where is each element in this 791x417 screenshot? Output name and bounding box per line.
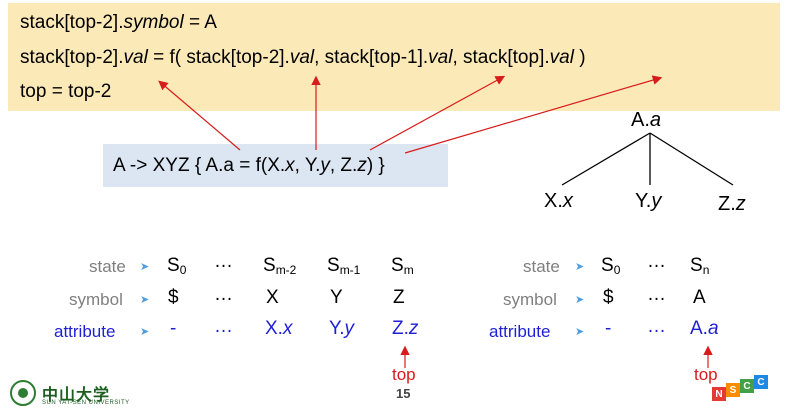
code-line-val: stack[top-2].val = f( stack[top-2].val, … [20,47,586,68]
tree-root: A.a [631,109,662,131]
right-state-ellipsis: … [647,251,666,272]
arrow-y-to-val [369,75,506,151]
tree-child-x: X.x [544,190,573,212]
arrow-rule-to-symbol [158,80,241,151]
left-label-symbol: symbol [69,290,123,309]
logo-letter-1: N [712,387,726,401]
left-top-label: top [392,365,416,384]
code-line-top: top = top-2 [20,81,112,102]
left-state-0: S0 [167,255,187,277]
left-attr-1: … [214,316,233,337]
left-symbol-3: Y [330,287,343,308]
left-attr-2: X.x [265,318,293,339]
arrow-z-to-val [404,75,663,154]
left-state-ellipsis: … [214,251,233,272]
page-number: 15 [396,386,411,401]
right-state-n: Sn [690,255,710,277]
left-label-state: state [89,257,126,276]
left-state-arrow-icon: ➤ [140,261,150,273]
right-attribute-arrow-icon: ➤ [575,326,585,338]
right-top-label: top [694,365,718,384]
code-line-symbol: stack[top-2].symbol = A [20,12,217,33]
right-symbol-arrow-icon: ➤ [575,294,585,306]
tree-edge-z [649,132,734,186]
left-symbol-2: X [266,287,279,308]
right-symbol-0: $ [603,287,614,308]
tree-edge-x [561,132,651,186]
left-attr-3: Y.y [329,318,355,339]
logo-letter-3: C [740,379,754,393]
left-state-m: Sm [391,255,414,277]
left-attr-0: - [170,318,177,339]
right-label-symbol: symbol [503,290,557,309]
left-symbol-1: … [214,284,233,305]
logo-letter-2: S [726,383,740,397]
right-state-arrow-icon: ➤ [575,261,585,273]
left-attr-4: Z.z [392,318,419,339]
left-label-attribute: attribute [54,322,116,341]
left-symbol-0: $ [168,287,179,308]
right-attr-1: … [647,316,666,337]
right-attr-2: A.a [690,318,719,339]
university-name-cn: 中山大学 [42,385,111,404]
left-symbol-4: Z [393,287,405,308]
tree-child-y: Y.y [635,190,662,212]
right-label-attribute: attribute [489,322,551,341]
left-symbol-arrow-icon: ➤ [140,294,150,306]
code-block [8,3,780,111]
left-state-m-1: Sm-1 [327,255,361,277]
university-name-en: SUN YAT-SEN UNIVERSITY [42,400,130,406]
right-attr-0: - [605,318,612,339]
left-state-m-2: Sm-2 [263,255,297,277]
university-seal-icon [10,380,36,406]
rule-box [103,144,448,187]
right-label-state: state [523,257,560,276]
logo-letter-4: C [754,375,768,389]
nscc-logo-icon: N S C C [708,375,774,411]
right-state-0: S0 [601,255,621,277]
production-rule: A -> XYZ { A.a = f(X.x, Y.y, Z.z) } [113,155,385,176]
right-symbol-1: … [647,284,666,305]
tree-child-z: Z.z [718,193,746,215]
left-attribute-arrow-icon: ➤ [140,326,150,338]
right-symbol-2: A [693,287,706,308]
